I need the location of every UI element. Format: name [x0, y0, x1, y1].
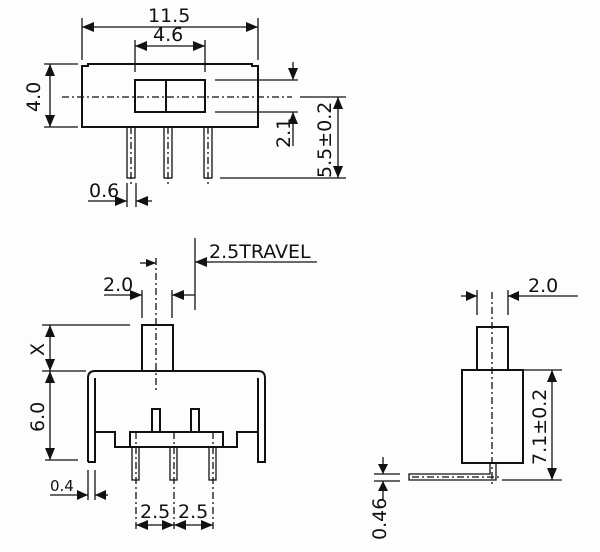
dim-travel: 2.5TRAVEL: [209, 241, 311, 263]
dim-lead-thickness: 0.46: [369, 498, 391, 540]
dim-slider-height: 2.1: [273, 118, 295, 148]
dim-leg-thickness: 0.4: [50, 477, 74, 495]
dim-pin-length: 5.5±0.2: [314, 102, 336, 178]
dim-actuator-height: X: [27, 343, 49, 356]
front-base: [129, 431, 224, 448]
front-pins: [131, 432, 217, 530]
front-frame: [87, 370, 266, 463]
dim-side-actuator-width: 2.0: [528, 275, 558, 297]
dim-pitch-left: 2.5: [140, 501, 170, 523]
dim-width: 11.5: [148, 5, 190, 27]
dim-side-height: 7.1±0.2: [529, 389, 551, 465]
dim-actuator-width: 2.0: [103, 274, 133, 296]
front-actuator: [141, 324, 174, 372]
dim-body-height: 6.0: [27, 402, 49, 432]
dim-pitch-right: 2.5: [178, 501, 208, 523]
dim-pin-width: 0.6: [89, 180, 119, 202]
side-lead: [408, 462, 497, 481]
side-view: 2.0 7.1±0.2 0.46: [369, 275, 578, 540]
dim-height: 4.0: [23, 82, 45, 112]
top-pins: [126, 126, 213, 186]
top-view: 11.5 4.6 4.0 2.1 5.5±0.2 0.6: [23, 5, 346, 207]
top-body: [81, 63, 259, 128]
top-slider: [134, 79, 206, 113]
dim-slider-width: 4.6: [153, 24, 183, 46]
front-view: 2.0 2.5TRAVEL X 6.0 0.4 2.5 2.5: [27, 238, 317, 530]
